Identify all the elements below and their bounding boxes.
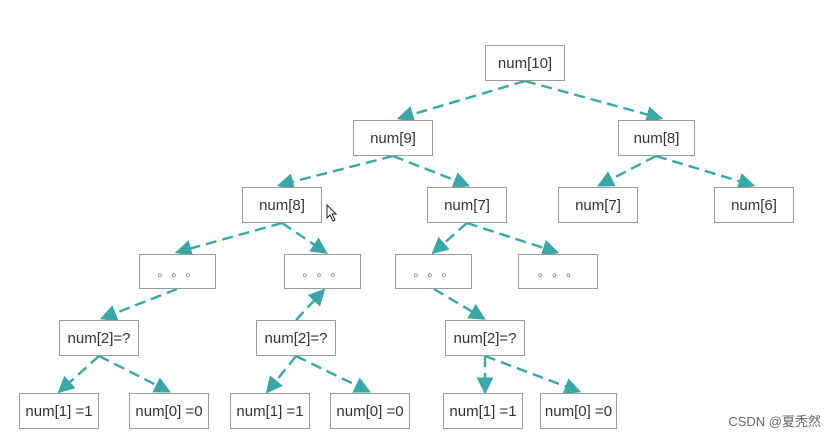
edge-num9-to-num7 <box>392 154 471 188</box>
edge-dots3-to-num2c <box>433 287 486 320</box>
node-num9: num[9] <box>353 120 433 156</box>
node-num0-c: num[0] =0 <box>540 393 617 429</box>
edge-num2b-to-dots2 <box>295 288 326 321</box>
node-num0-b: num[0] =0 <box>330 393 410 429</box>
node-num7-mid: num[7] <box>427 187 507 223</box>
node-ellipsis-3: 。。。 <box>395 254 472 289</box>
edge-dots1-to-num2a <box>99 287 178 321</box>
node-num8-left: num[8] <box>242 187 322 223</box>
watermark-text: CSDN @夏秃然 <box>728 414 821 429</box>
edge-num2a-to-num1a <box>57 355 100 394</box>
edge-num7-to-dots3 <box>431 222 468 255</box>
edge-num8-to-dots1 <box>174 221 283 257</box>
node-num1-a: num[1] =1 <box>19 393 99 429</box>
node-num8-right: num[8] <box>618 120 695 156</box>
edge-num8r-to-num6 <box>655 154 756 190</box>
mouse-pointer-icon <box>326 204 338 222</box>
edge-num2b-to-num0b <box>295 354 372 393</box>
node-ellipsis-1: 。。。 <box>139 254 216 289</box>
edge-num2c-to-num0c <box>484 354 582 395</box>
edge-num7-to-dots4 <box>466 221 560 256</box>
node-num1-b: num[1] =1 <box>230 393 310 429</box>
edge-num8-to-dots2 <box>281 222 328 254</box>
node-ellipsis-2: 。。。 <box>284 254 361 289</box>
node-num2-a: num[2]=? <box>59 320 139 356</box>
edge-num8r-to-num7 <box>597 154 657 187</box>
node-num1-c: num[1] =1 <box>443 393 523 429</box>
node-num6-right: num[6] <box>714 187 794 223</box>
node-num0-a: num[0] =0 <box>129 393 209 429</box>
node-num10-root: num[10] <box>485 45 565 81</box>
node-ellipsis-4: 。。。 <box>518 254 598 289</box>
node-num7-right: num[7] <box>558 187 638 223</box>
node-num2-b: num[2]=? <box>256 320 336 356</box>
edge-num2b-to-num1b <box>265 355 297 394</box>
edge-num9-to-num8 <box>276 154 394 190</box>
edge-root-to-num9 <box>396 79 526 123</box>
node-num2-c: num[2]=? <box>445 320 525 356</box>
edge-num2a-to-num0a <box>98 354 171 393</box>
edge-root-to-num8 <box>524 79 664 123</box>
